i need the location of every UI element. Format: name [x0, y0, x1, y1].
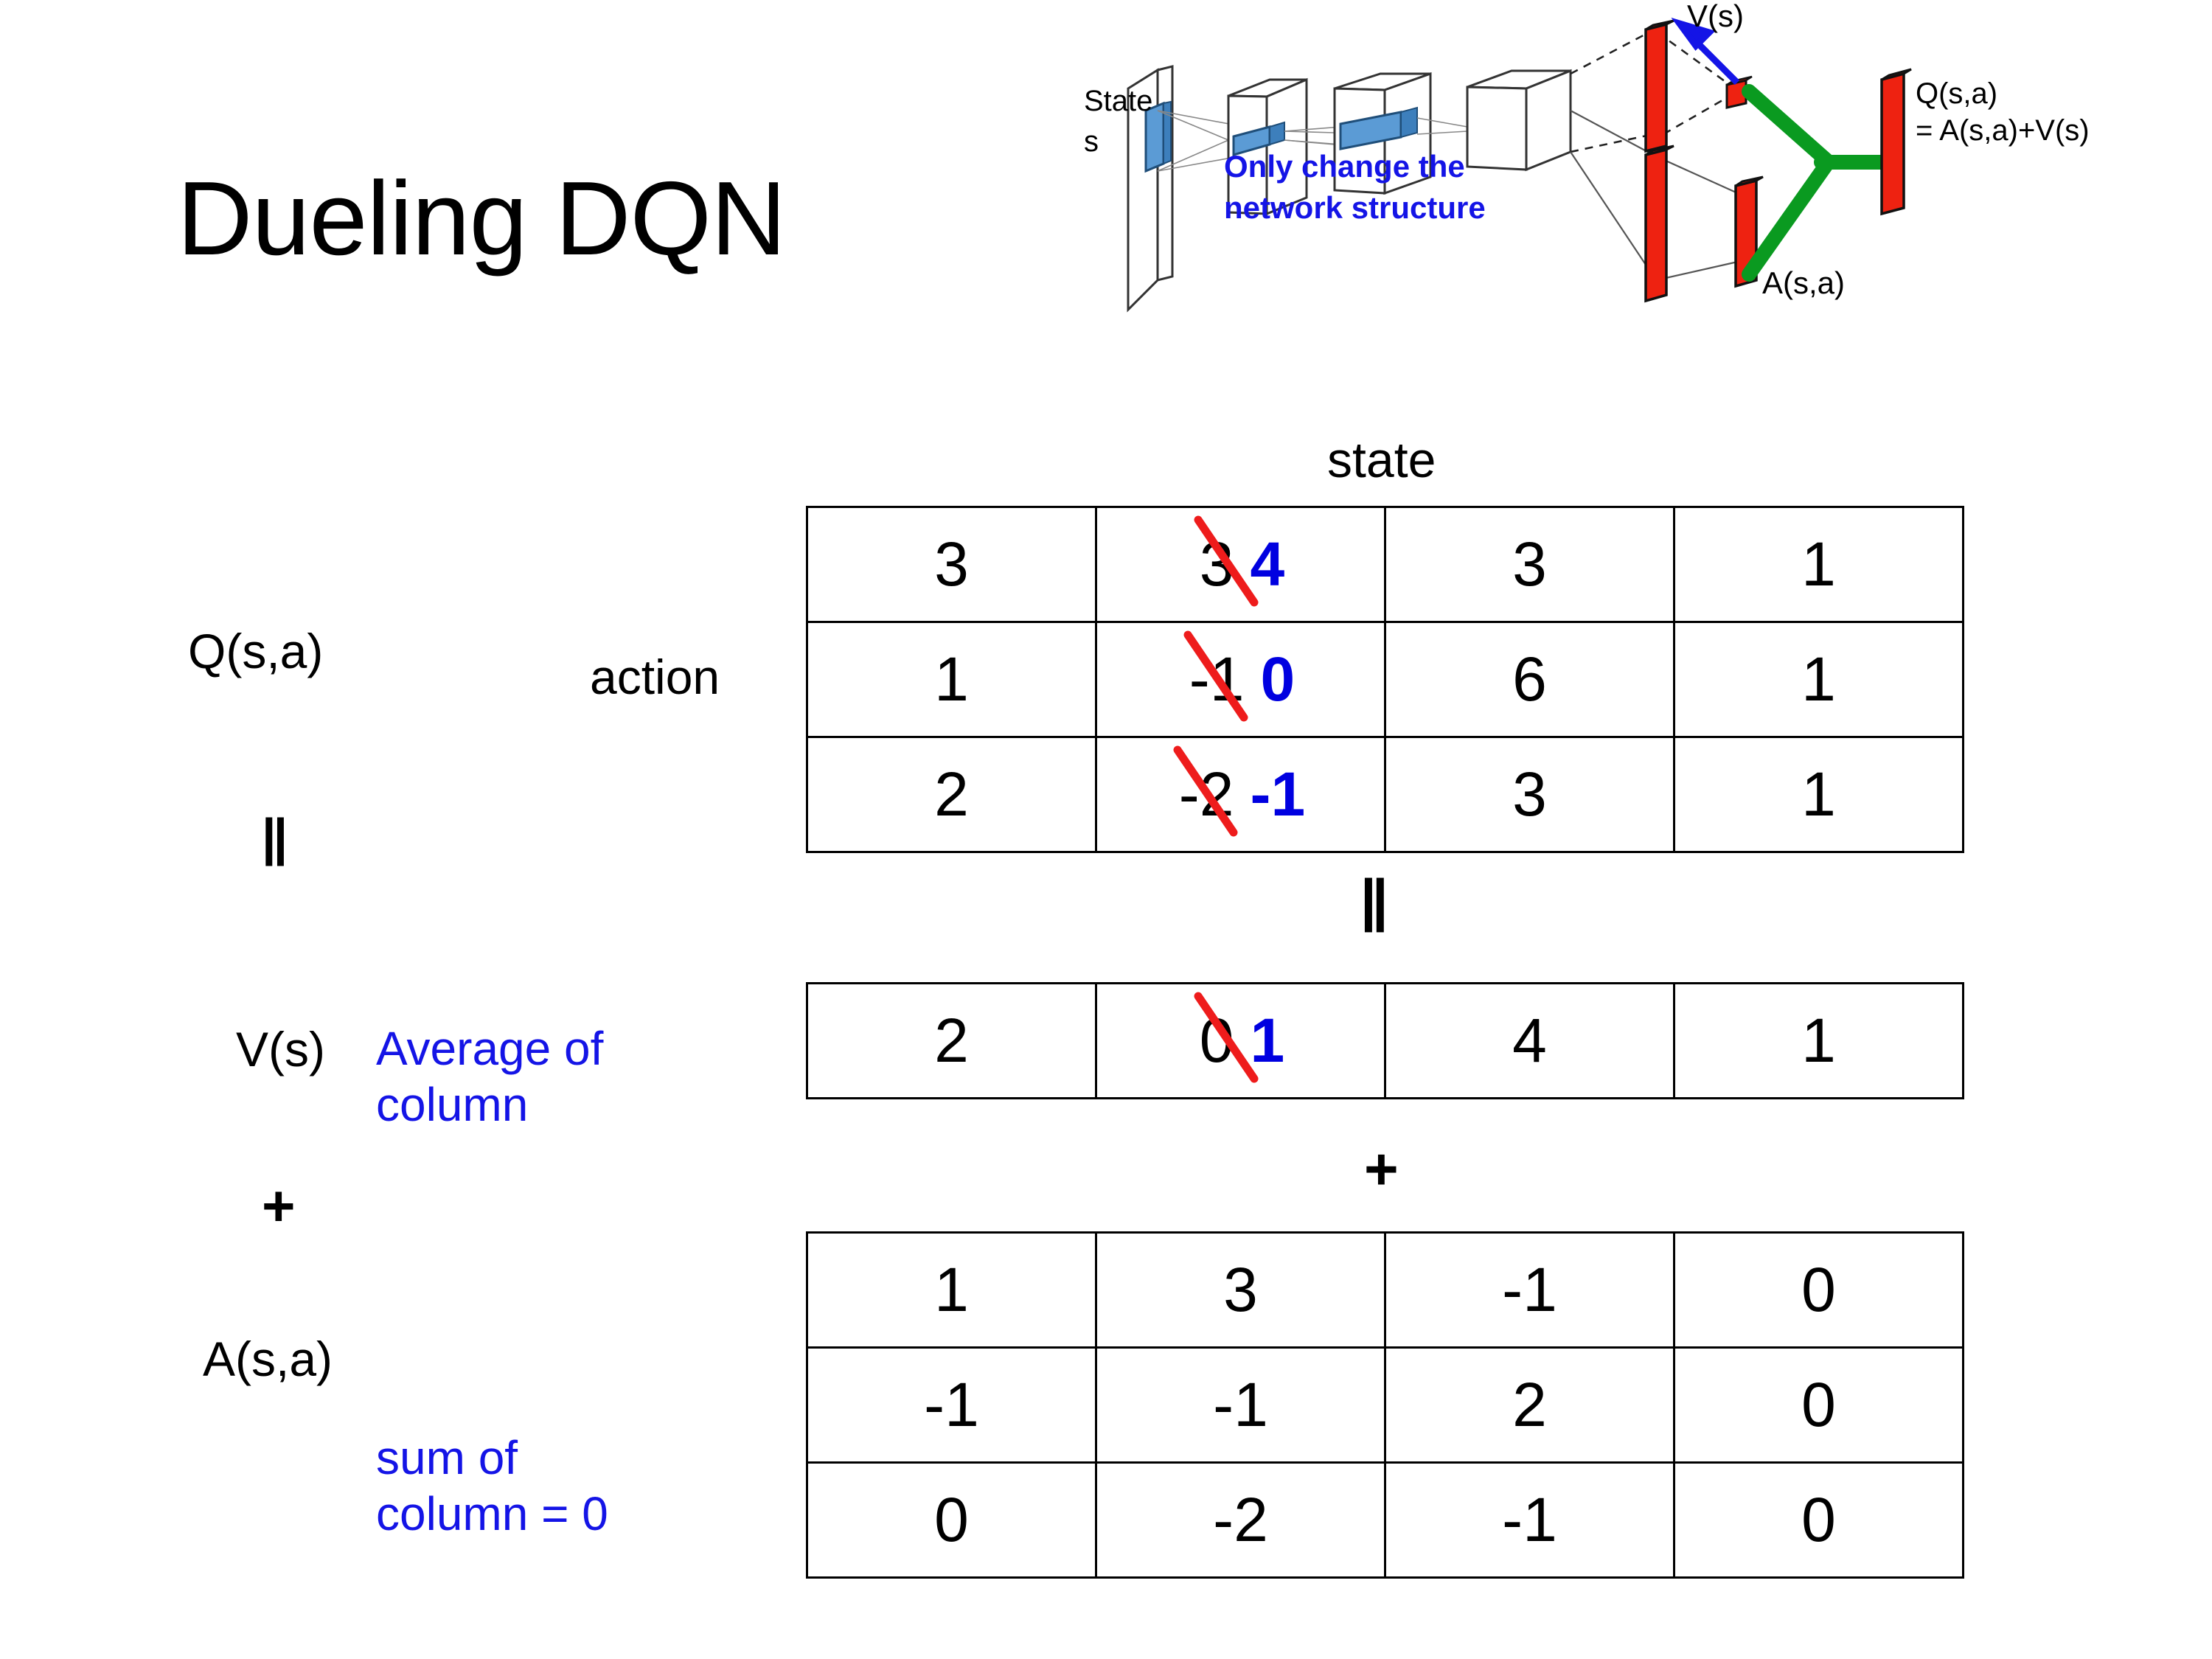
table-cell: -1 — [1384, 1231, 1675, 1349]
state-axis-label: state — [1327, 432, 1436, 488]
dueling-network-diagram: State s Only change the network structur… — [1084, 0, 2212, 413]
table-cell: 3 — [1384, 736, 1675, 853]
table-cell: -1 — [1095, 1346, 1386, 1464]
diagram-q-label-line2: = A(s,a)+V(s) — [1916, 114, 2090, 147]
average-note-line1: Average of — [376, 1022, 604, 1075]
diagram-note-line1: Only change the — [1224, 149, 1465, 184]
average-note-line2: column — [376, 1077, 529, 1131]
table-cell: 0 — [1673, 1231, 1964, 1349]
table-cell: -1 — [806, 1346, 1097, 1464]
table-cell: 1 — [1673, 982, 1964, 1099]
table-cell: 2 — [806, 982, 1097, 1099]
q-function-label: Q(s,a) — [188, 624, 324, 678]
old-value: 3 — [1194, 515, 1259, 607]
strikethrough-icon — [1183, 630, 1248, 722]
table-cell: 6 — [1384, 621, 1675, 738]
new-value: 1 — [1250, 1006, 1285, 1075]
new-value: 0 — [1260, 644, 1295, 714]
new-value: 4 — [1250, 529, 1285, 599]
advantage-function-label: A(s,a) — [203, 1332, 333, 1386]
diagram-value-label: V(s) — [1687, 0, 1744, 33]
diagram-q-label-line1: Q(s,a) — [1916, 77, 1997, 110]
equals-sign-middle: || — [1360, 867, 1388, 932]
sum-note-line1: sum of — [376, 1431, 518, 1484]
diagram-advantage-label: A(s,a) — [1762, 265, 1845, 300]
edited-cell: -2-1 — [1173, 745, 1306, 837]
table-cell: 0 — [1673, 1346, 1964, 1464]
table-cell: 2 — [806, 736, 1097, 853]
table-cell: 2 — [1384, 1346, 1675, 1464]
table-cell: 4 — [1384, 982, 1675, 1099]
plus-sign-middle: + — [1364, 1136, 1399, 1202]
table-cell: -2-1 — [1095, 736, 1386, 853]
sum-note-line2: column = 0 — [376, 1486, 608, 1540]
plus-sign-left: + — [262, 1173, 296, 1238]
equals-sign-left-upper: || — [262, 808, 288, 866]
table-cell: 0 — [1673, 1461, 1964, 1579]
diagram-input-label-line2: s — [1084, 125, 1099, 158]
table-cell: 1 — [806, 621, 1097, 738]
table-cell: 1 — [1673, 736, 1964, 853]
table-cell: 1 — [1673, 621, 1964, 738]
table-cell: -1 — [1384, 1461, 1675, 1579]
table-cell: 0 — [806, 1461, 1097, 1579]
old-value: -2 — [1173, 745, 1238, 837]
old-value: -1 — [1183, 630, 1248, 722]
table-cell: -2 — [1095, 1461, 1386, 1579]
sum-of-column-note: sum of column = 0 — [376, 1430, 608, 1542]
table-cell: 3 — [806, 506, 1097, 623]
value-function-label: V(s) — [236, 1022, 325, 1077]
table-cell: 1 — [1673, 506, 1964, 623]
table-cell: 1 — [806, 1231, 1097, 1349]
diagram-input-label-line1: State — [1084, 85, 1152, 117]
new-value: -1 — [1250, 759, 1306, 829]
action-axis-label: action — [590, 650, 720, 704]
table-cell: 3 — [1384, 506, 1675, 623]
average-of-column-note: Average of column — [376, 1021, 603, 1133]
diagram-note-line2: network structure — [1224, 190, 1486, 225]
old-value: 0 — [1194, 992, 1259, 1083]
table-cell: 3 — [1095, 1231, 1386, 1349]
strikethrough-icon — [1173, 745, 1238, 837]
page-title: Dueling DQN — [177, 160, 787, 277]
